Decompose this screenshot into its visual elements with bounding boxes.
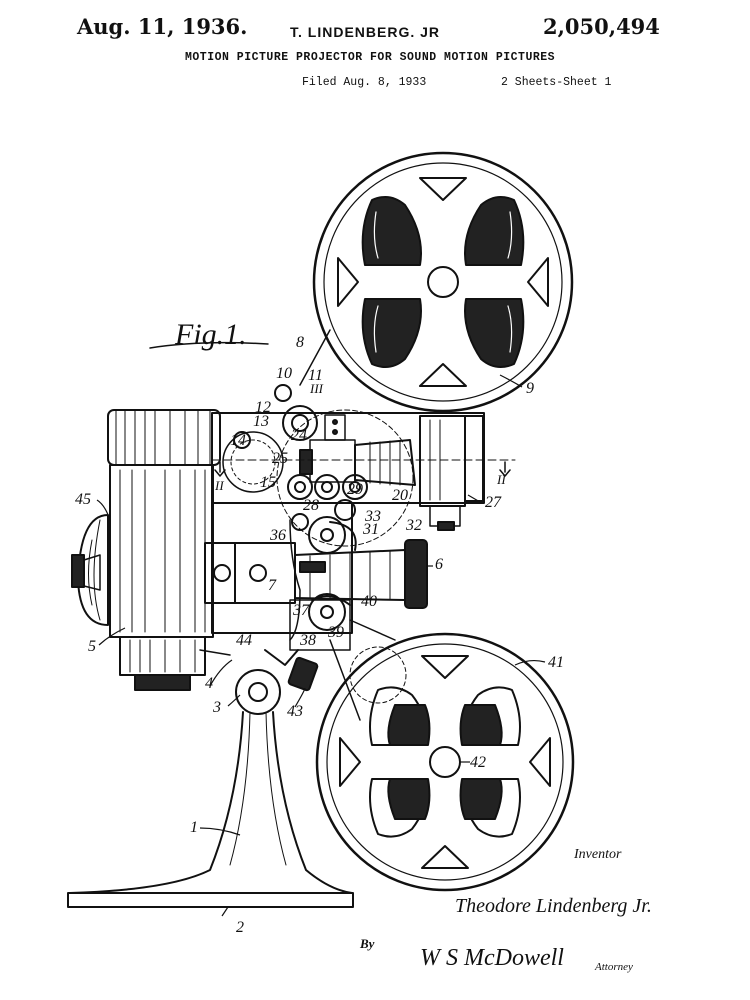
patent-number: 2,050,494 bbox=[543, 14, 660, 39]
svg-text:11: 11 bbox=[308, 367, 323, 384]
filed-date: Filed Aug. 8, 1933 bbox=[302, 76, 427, 89]
svg-text:29: 29 bbox=[347, 481, 363, 498]
svg-text:8: 8 bbox=[296, 334, 304, 351]
svg-text:6: 6 bbox=[435, 556, 443, 573]
svg-text:31: 31 bbox=[362, 521, 379, 538]
svg-text:4: 4 bbox=[205, 675, 213, 692]
svg-text:33: 33 bbox=[364, 508, 381, 525]
svg-text:42: 42 bbox=[470, 754, 486, 771]
svg-text:III: III bbox=[309, 381, 324, 396]
svg-text:44: 44 bbox=[236, 632, 252, 649]
leader-lines bbox=[96, 374, 546, 917]
upper-reel bbox=[312, 151, 574, 413]
svg-text:38: 38 bbox=[299, 632, 316, 649]
figure-label: Fig.1. bbox=[174, 318, 247, 351]
svg-text:13: 13 bbox=[253, 413, 269, 430]
svg-text:II: II bbox=[214, 478, 224, 493]
svg-text:15: 15 bbox=[260, 474, 276, 491]
inventor-signature: Theodore Lindenberg Jr. bbox=[455, 895, 652, 917]
svg-text:43: 43 bbox=[287, 703, 303, 720]
svg-text:12: 12 bbox=[255, 399, 271, 416]
inventor-header: T. LINDENBERG. JR bbox=[290, 24, 441, 40]
svg-text:27: 27 bbox=[485, 494, 502, 511]
projector-body bbox=[204, 384, 516, 634]
patent-date: Aug. 11, 1936. bbox=[77, 14, 248, 39]
svg-text:24: 24 bbox=[291, 427, 307, 444]
attorney-signature: W S McDowell bbox=[420, 945, 564, 971]
svg-text:5: 5 bbox=[88, 638, 96, 655]
svg-text:37: 37 bbox=[292, 602, 310, 619]
patent-title: MOTION PICTURE PROJECTOR FOR SOUND MOTIO… bbox=[185, 51, 556, 64]
svg-text:32: 32 bbox=[405, 517, 422, 534]
inventor-label: Inventor bbox=[573, 847, 622, 862]
svg-text:9: 9 bbox=[526, 380, 534, 397]
svg-text:36: 36 bbox=[269, 527, 286, 544]
svg-text:3: 3 bbox=[212, 699, 221, 716]
projection-lens bbox=[289, 519, 428, 651]
svg-text:40: 40 bbox=[361, 593, 377, 610]
svg-text:10: 10 bbox=[276, 365, 292, 382]
svg-text:25: 25 bbox=[272, 450, 288, 467]
lamp-house bbox=[71, 409, 221, 691]
lower-reel bbox=[315, 632, 575, 892]
svg-text:1: 1 bbox=[190, 819, 198, 836]
reference-numerals: 8 10 11 III 12 13 24 14 25 15 II 28 29 2… bbox=[75, 334, 564, 936]
svg-text:7: 7 bbox=[268, 577, 277, 594]
svg-text:II: II bbox=[496, 472, 506, 487]
svg-text:20: 20 bbox=[392, 487, 408, 504]
sheet-info: 2 Sheets-Sheet 1 bbox=[501, 76, 612, 89]
svg-text:28: 28 bbox=[303, 497, 319, 514]
projector-stand bbox=[67, 649, 354, 908]
by-label: By bbox=[359, 936, 375, 951]
svg-text:39: 39 bbox=[327, 624, 344, 641]
svg-text:14: 14 bbox=[230, 432, 246, 449]
svg-text:41: 41 bbox=[548, 654, 564, 671]
svg-text:45: 45 bbox=[75, 491, 91, 508]
attorney-label: Attorney bbox=[594, 961, 633, 973]
svg-text:2: 2 bbox=[236, 919, 244, 936]
